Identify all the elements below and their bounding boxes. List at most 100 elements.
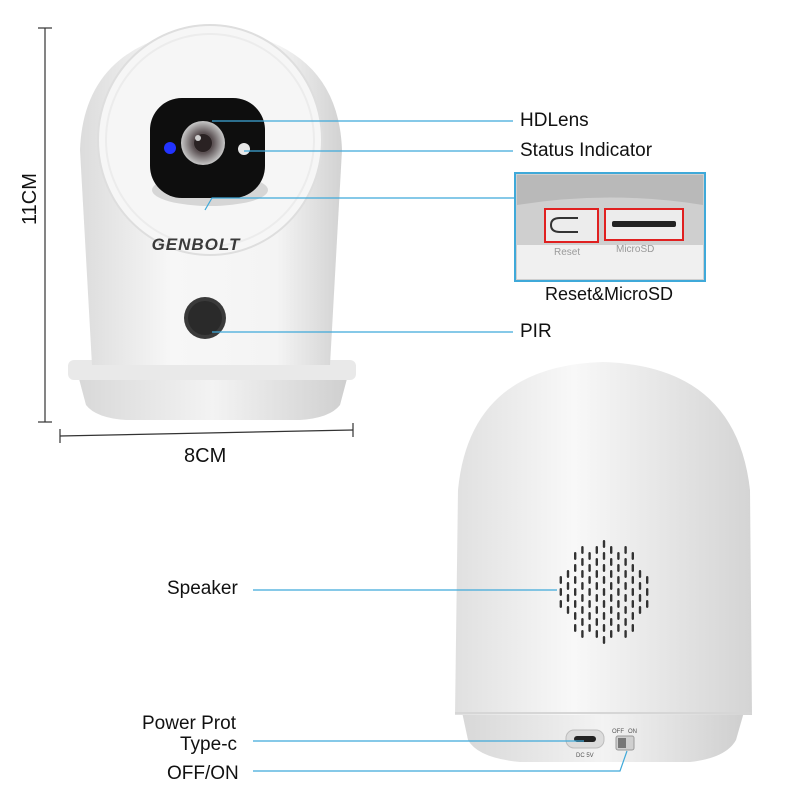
speaker-hole: [617, 552, 620, 560]
speaker-hole: [624, 558, 627, 566]
speaker-hole: [559, 588, 562, 596]
speaker-hole: [581, 606, 584, 614]
callout-type-c: Type-c: [180, 734, 238, 755]
speaker-hole: [610, 546, 613, 554]
front-camera: GENBOLT: [68, 24, 356, 420]
speaker-hole: [595, 582, 598, 590]
speaker-hole: [559, 576, 562, 584]
speaker-hole: [588, 576, 591, 584]
speaker-hole: [574, 612, 577, 620]
speaker-hole: [610, 558, 613, 566]
speaker-hole: [574, 600, 577, 608]
speaker-hole: [581, 594, 584, 602]
speaker-hole: [595, 606, 598, 614]
speaker-hole: [574, 588, 577, 596]
speaker-hole: [638, 570, 642, 578]
dimension-height-line: [38, 27, 52, 423]
panel-microsd-text: MicroSD: [616, 244, 654, 255]
reset-pinhole-icon: [549, 217, 578, 233]
speaker-hole: [574, 624, 577, 632]
speaker-hole: [574, 552, 577, 560]
speaker-hole: [588, 600, 591, 608]
callout-lens: HDLens: [520, 110, 589, 131]
callout-reset-microsd: Reset&MicroSD: [545, 284, 674, 304]
speaker-hole: [624, 594, 627, 602]
speaker-hole: [595, 546, 598, 554]
speaker-hole: [581, 618, 584, 626]
leader-switch: [253, 750, 628, 772]
speaker-hole: [624, 570, 627, 578]
speaker-hole: [624, 630, 627, 638]
brand-logo: GENBOLT: [152, 235, 241, 254]
height-dimension-label: 11CM: [19, 173, 41, 225]
speaker-hole: [595, 630, 598, 638]
back-camera: [455, 362, 752, 762]
speaker-hole: [617, 612, 620, 620]
speaker-hole: [617, 588, 620, 596]
port-on-text: ON: [628, 729, 637, 735]
callout-speaker: Speaker: [167, 578, 238, 599]
slot-panel: Reset MicroSD: [514, 172, 706, 282]
speaker-hole: [638, 606, 642, 614]
speaker-hole: [595, 618, 598, 626]
speaker-hole: [631, 552, 634, 560]
speaker-hole: [559, 600, 562, 608]
callout-status-indicator: Status Indicator: [520, 140, 653, 161]
speaker-hole: [646, 576, 649, 584]
speaker-hole: [610, 618, 613, 626]
microsd-slot-icon: [612, 221, 676, 227]
speaker-hole: [631, 576, 634, 584]
speaker-hole: [624, 606, 627, 614]
speaker-hole: [646, 588, 649, 596]
speaker-hole: [617, 564, 620, 572]
speaker-hole: [624, 546, 627, 554]
callout-pir: PIR: [520, 321, 552, 342]
speaker-hole: [610, 570, 613, 578]
speaker-hole: [595, 570, 598, 578]
speaker-hole: [624, 618, 627, 626]
speaker-hole: [638, 594, 642, 602]
speaker-hole: [631, 588, 634, 596]
panel-reset-text: Reset: [554, 247, 580, 258]
speaker-hole: [617, 624, 620, 632]
speaker-hole: [602, 624, 606, 632]
speaker-hole: [588, 588, 591, 596]
speaker-hole: [624, 582, 627, 590]
speaker-hole: [631, 612, 634, 620]
speaker-hole: [631, 624, 634, 632]
speaker-hole: [610, 594, 613, 602]
callout-off-on: OFF/ON: [167, 763, 239, 784]
speaker-hole: [602, 540, 606, 548]
speaker-hole: [617, 576, 620, 584]
speaker-hole: [566, 594, 570, 602]
speaker-hole: [574, 564, 577, 572]
speaker-hole: [588, 564, 591, 572]
speaker-hole: [566, 606, 570, 614]
speaker-hole: [581, 558, 584, 566]
speaker-hole: [581, 546, 584, 554]
speaker-hole: [581, 582, 584, 590]
callout-power-port: Power Prot: [142, 713, 236, 734]
speaker-hole: [617, 600, 620, 608]
speaker-hole: [602, 588, 606, 596]
status-led-icon: [238, 143, 250, 155]
speaker-hole: [610, 582, 613, 590]
reset-highlight-box: [544, 208, 599, 243]
speaker-hole: [595, 594, 598, 602]
ir-led-icon: [164, 142, 176, 154]
speaker-hole: [595, 558, 598, 566]
speaker-hole: [588, 552, 591, 560]
port-dc-text: DC 5V: [576, 753, 594, 759]
speaker-hole: [602, 576, 606, 584]
leader-lines: [204, 120, 628, 772]
speaker-hole: [581, 570, 584, 578]
speaker-hole: [638, 582, 642, 590]
speaker-hole: [566, 582, 570, 590]
speaker-hole: [631, 564, 634, 572]
speaker-hole: [602, 612, 606, 620]
speaker-grille-icon: [559, 540, 649, 644]
speaker-hole: [588, 624, 591, 632]
width-dimension-label: 8CM: [184, 445, 227, 467]
